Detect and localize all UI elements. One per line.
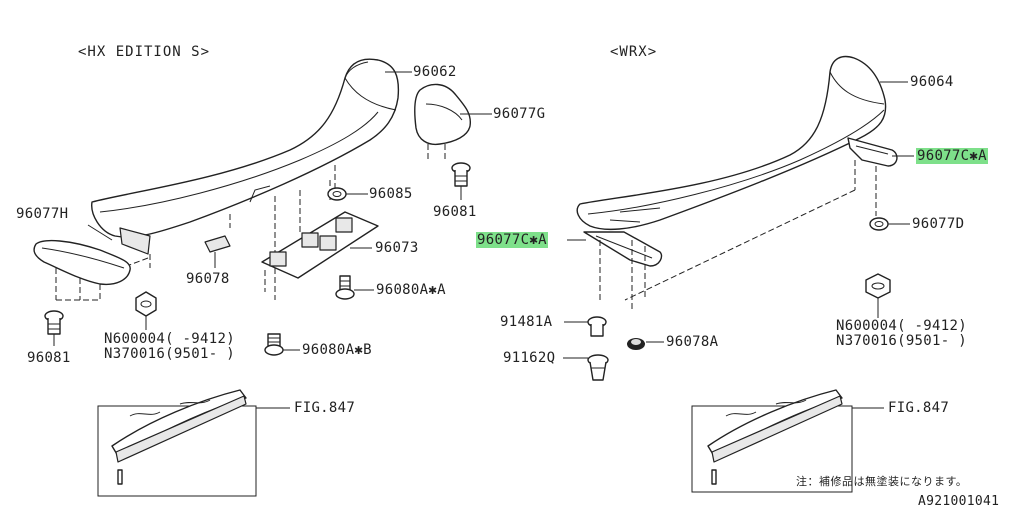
- callout-96077H[interactable]: 96077H: [16, 206, 69, 222]
- callout-N600004-left[interactable]: N600004( -9412): [104, 331, 235, 347]
- callout-96078[interactable]: 96078: [186, 271, 230, 287]
- callout-96077G[interactable]: 96077G: [493, 106, 546, 122]
- diagram-id: A921001041: [918, 494, 1000, 509]
- callout-96080A-A[interactable]: 96080A✱A: [376, 282, 446, 298]
- callout-96078A[interactable]: 96078A: [666, 334, 719, 350]
- callout-N370016-right[interactable]: N370016(9501- ): [836, 333, 967, 349]
- callout-91481A[interactable]: 91481A: [500, 314, 553, 330]
- callout-96085[interactable]: 96085: [369, 186, 413, 202]
- repair-part-note: 注：補修品は無塗装になります。: [796, 475, 968, 488]
- callout-96077C-A-left[interactable]: 96077C✱A: [476, 232, 548, 248]
- callout-N600004-right[interactable]: N600004( -9412): [836, 318, 967, 334]
- highlight-96077C-A-left: 96077C✱A: [476, 232, 548, 248]
- end-cap-96077H: [33, 239, 131, 286]
- callout-96062[interactable]: 96062: [413, 64, 457, 80]
- callout-96080A-B[interactable]: 96080A✱B: [302, 342, 372, 358]
- leader-lines: [53, 71, 914, 359]
- section-title-hx-edition-s: <HX EDITION S>: [78, 44, 211, 60]
- spoiler-96062: [91, 58, 400, 238]
- section-title-wrx: <WRX>: [610, 44, 658, 60]
- callout-96064[interactable]: 96064: [910, 74, 954, 90]
- callout-96073[interactable]: 96073: [375, 240, 419, 256]
- callout-fig847-right[interactable]: FIG.847: [888, 400, 950, 416]
- highlight-96077C-A-upper: 96077C✱A: [916, 148, 988, 164]
- left-spoiler-assembly: [33, 58, 472, 497]
- spoiler-96064: [576, 55, 887, 231]
- end-cap-96077G: [414, 83, 472, 146]
- callout-96081-top[interactable]: 96081: [433, 204, 477, 220]
- callout-N370016-left[interactable]: N370016(9501- ): [104, 346, 235, 362]
- right-spoiler-assembly: [576, 55, 898, 493]
- callout-91162Q[interactable]: 91162Q: [503, 350, 556, 366]
- callout-fig847-left[interactable]: FIG.847: [294, 400, 356, 416]
- callout-96077C-A-upper[interactable]: 96077C✱A: [916, 148, 988, 164]
- callout-96077D[interactable]: 96077D: [912, 216, 965, 232]
- callout-96081-bottom[interactable]: 96081: [27, 350, 71, 366]
